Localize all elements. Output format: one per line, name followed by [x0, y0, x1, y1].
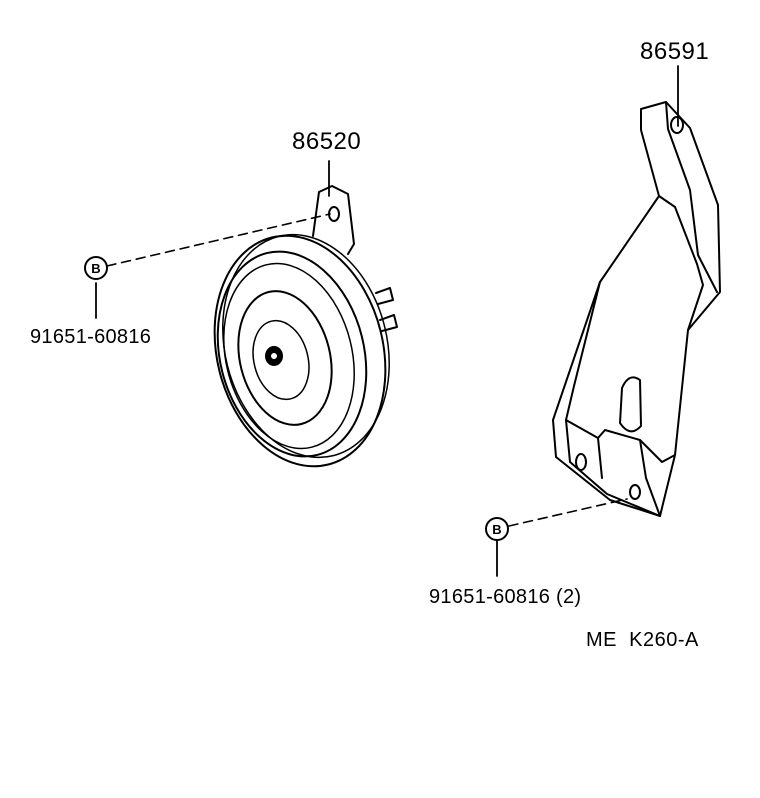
- bracket-lower-hole-right: [629, 484, 641, 500]
- horn-body-back: [222, 233, 390, 459]
- horn-center-stud: [271, 353, 277, 359]
- bolt-symbol-circle-bracket: [485, 517, 509, 541]
- bracket-lower-flange: [565, 419, 661, 517]
- horn-body-rim: [213, 234, 387, 468]
- bracket-fold-line: [665, 101, 718, 293]
- horn-face-ring-3: [237, 290, 333, 426]
- bracket-lower-hole-left: [575, 453, 587, 471]
- horn-terminal-lower: [379, 314, 398, 332]
- part-number-horn-bolt: 91651-60816: [30, 326, 152, 348]
- horn-terminal-upper: [375, 287, 394, 305]
- bracket-top-hole: [670, 116, 684, 134]
- bracket-inner-edge: [658, 195, 704, 331]
- horn-face-ring-2: [223, 262, 355, 450]
- part-number-bracket-bolt: 91651-60816 (2): [429, 586, 582, 608]
- dashed-line-bracket-bolt: [508, 498, 628, 527]
- bolt-symbol-horn: B: [91, 261, 100, 276]
- horn-face-ring-1: [216, 250, 368, 458]
- horn-face-ring-4: [252, 319, 310, 401]
- dashed-line-horn-bolt: [106, 213, 331, 267]
- horn-illustration: [213, 185, 398, 468]
- bracket-slot: [619, 376, 642, 433]
- bracket-flange-crease: [597, 437, 661, 517]
- bolt-symbol-circle-horn: [84, 256, 108, 280]
- bracket-lower-plate: [565, 281, 676, 463]
- part-number-horn: 86520: [292, 128, 362, 155]
- part-number-bracket: 86591: [640, 38, 710, 65]
- bracket-illustration: [552, 101, 721, 517]
- bolt-symbol-bracket: B: [492, 522, 501, 537]
- horn-mount-tab: [312, 185, 355, 255]
- diagram-reference-code: ME K260-A: [586, 629, 699, 651]
